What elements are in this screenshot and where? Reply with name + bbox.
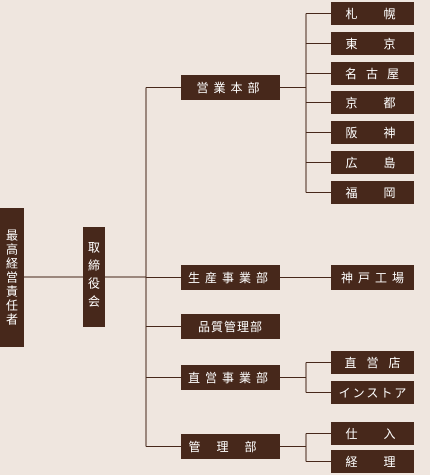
node-branch: 広島: [331, 151, 414, 174]
node-branch: 京都: [331, 91, 414, 114]
node-quality-division: 品質管理部: [181, 314, 280, 339]
node-branch: 札幌: [331, 2, 414, 25]
node-direct-store: 直営店: [331, 351, 414, 374]
node-factory: 神戸工場: [331, 265, 414, 290]
node-sales-division: 営業本部: [181, 75, 280, 100]
node-branch: 名古屋: [331, 62, 414, 85]
node-ceo: 最高経営責任者: [0, 208, 24, 347]
node-branch: 東京: [331, 32, 414, 55]
node-board: 取締役会: [83, 227, 105, 327]
node-direct-division: 直営事業部: [181, 365, 280, 390]
node-management-division: 管理部: [181, 434, 280, 459]
node-purchasing: 仕入: [331, 422, 414, 445]
node-branch: 福岡: [331, 181, 414, 204]
node-instore: インストア: [331, 381, 414, 404]
node-accounting: 経理: [331, 450, 414, 473]
node-branch: 阪神: [331, 121, 414, 144]
node-production-division: 生産事業部: [181, 265, 280, 290]
